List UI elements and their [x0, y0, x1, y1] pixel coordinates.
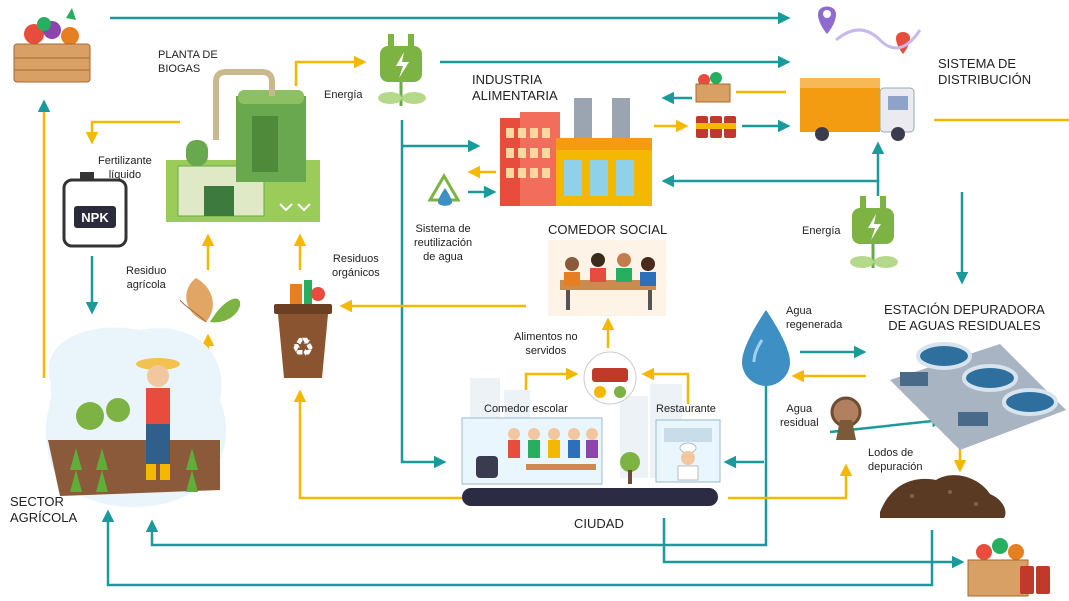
npk-bottle-icon: NPK: [62, 172, 128, 248]
wastewater-pipe-icon: [830, 396, 862, 440]
vegetable-crate-icon-bottom: [967, 538, 1050, 597]
water-drop-icon: [742, 310, 790, 386]
factory-icon: [500, 98, 652, 206]
label-residuo-agricola: Residuo agrícola: [126, 265, 167, 291]
arrow-edar-to-industry: [661, 174, 880, 196]
arrow-energy-down-to-city: [400, 120, 447, 469]
label-agua-residual: Agua residual: [780, 403, 819, 429]
label-residuos-organicos: Residuos orgánicos: [332, 253, 380, 279]
sludge-pile-icon: [880, 475, 1006, 518]
farmer-icon: [45, 327, 227, 507]
svg-text:♻: ♻: [291, 333, 314, 363]
label-ciudad: CIUDAD: [574, 516, 624, 531]
yellow-arrows: [37, 55, 1069, 500]
label-edar: ESTACIÓN DEPURADORA DE AGUAS RESIDUALES: [884, 302, 1045, 333]
label-industria-alimentaria: INDUSTRIA ALIMENTARIA: [472, 72, 558, 103]
label-planta-biogas: PLANTA DE BIOGAS: [158, 49, 218, 75]
energy-plug-icon-right: [850, 196, 898, 268]
vegetable-crate-icon: [13, 8, 91, 83]
arrow-rest-to-plate: [641, 367, 690, 404]
arrow-city-to-bin: [293, 389, 462, 500]
recycle-bin-icon: ♻: [274, 280, 332, 378]
label-comedor-escolar: Comedor escolar: [484, 403, 568, 415]
water-recycle-icon: [427, 173, 461, 206]
label-reutilizacion-agua: Sistema de reutilización de agua: [414, 223, 473, 263]
arrow-biogas-to-fertilizer: [85, 120, 180, 145]
label-restaurante: Restaurante: [656, 403, 716, 415]
arrow-water-to-farm: [145, 318, 768, 547]
arrow-bottom-to-farm: [101, 509, 934, 587]
canned-food-icon: [696, 116, 736, 138]
school-canteen-icon: [461, 417, 603, 485]
label-sistema-distribucion: SISTEMA DE DISTRIBUCIÓN: [938, 56, 1032, 87]
energy-plug-icon-top: [378, 34, 426, 106]
label-comedor-social: COMEDOR SOCIAL: [548, 222, 668, 237]
label-alimentos-no-servidos: Alimentos no servidos: [514, 331, 578, 357]
label-lodos: Lodos de depuración: [868, 447, 923, 473]
food-plate-icon: [583, 351, 637, 405]
arrow-school-to-plate: [524, 367, 579, 404]
small-crate-icon: [695, 72, 731, 103]
arrow-city-to-edar: [728, 463, 853, 500]
label-agua-regenerada: Agua regenerada: [786, 305, 843, 331]
label-sector-agricola: SECTOR AGRÍCOLA: [10, 494, 78, 525]
label-energia-top: Energía: [324, 89, 363, 101]
biogas-plant-icon: [166, 69, 320, 222]
leaf-icon: [179, 278, 241, 323]
arrow-biogas-to-energy: [294, 55, 367, 86]
delivery-truck-icon: [800, 6, 922, 141]
label-fertilizante: Fertilizante líquido: [98, 155, 152, 181]
npk-text: NPK: [81, 210, 109, 225]
restaurant-chef-icon: [655, 419, 721, 483]
arrow-city-to-crate: [662, 518, 965, 569]
dining-people-icon: [548, 240, 666, 316]
label-energia-right: Energía: [802, 225, 841, 237]
wastewater-plant-icon: [890, 342, 1066, 450]
